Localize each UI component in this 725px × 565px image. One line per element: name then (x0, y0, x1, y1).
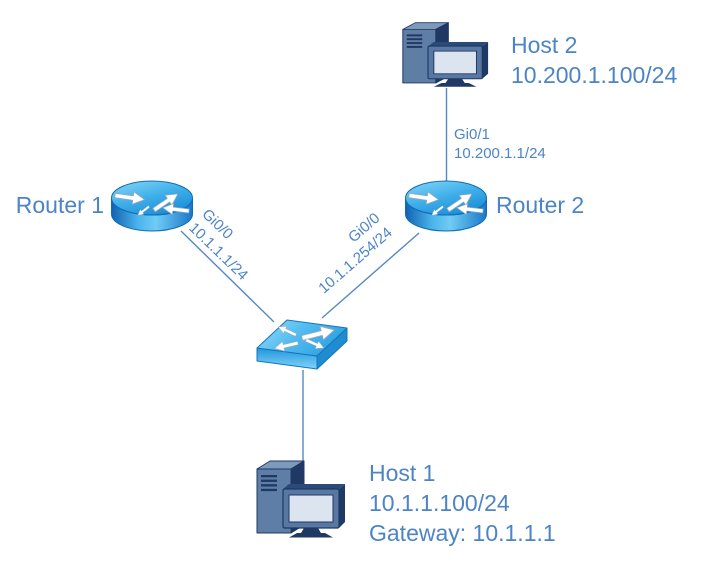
router1-icon (110, 178, 194, 239)
interface-name: Gi0/1 (454, 126, 490, 143)
host2-icon (397, 21, 491, 93)
link-router1-switch (180, 230, 275, 323)
switch-icon (252, 314, 348, 377)
host1-gateway: Gateway: 10.1.1.1 (369, 520, 556, 546)
link-router2-switch (321, 232, 420, 319)
host-computer-icon (402, 22, 489, 87)
router-icon (111, 180, 193, 232)
router1-label: Router 1 (15, 192, 104, 218)
router-icon (405, 180, 487, 232)
interface-ip: 10.200.1.1/24 (454, 145, 546, 162)
host2-name: Host 2 (511, 32, 578, 58)
host1-ip: 10.1.1.100/24 (369, 490, 510, 516)
host-computer-icon (256, 460, 345, 538)
link-label-host2-router2: Gi0/1 10.200.1.1/24 (454, 125, 546, 163)
host1-icon (251, 459, 348, 544)
router2-icon (404, 178, 488, 239)
host1-name: Host 1 (369, 460, 436, 486)
router2-label: Router 2 (496, 192, 585, 218)
host2-ip: 10.200.1.100/24 (511, 62, 678, 88)
switch-box-icon (256, 319, 348, 370)
host1-label: Host 1 10.1.1.100/24 Gateway: 10.1.1.1 (369, 458, 556, 548)
host2-label: Host 2 10.200.1.100/24 (511, 30, 677, 90)
